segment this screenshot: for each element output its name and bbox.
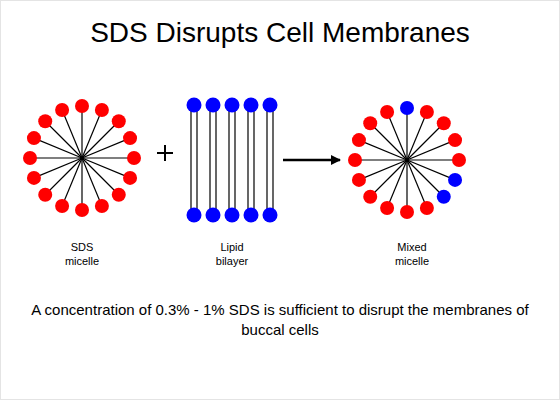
tail [266,105,267,215]
lipid-bilayer-drawing [187,98,278,223]
tail [228,105,229,215]
head-group [400,205,414,219]
head-group [448,173,462,187]
head-group [263,208,278,223]
part-label: SDS micelle [56,240,108,268]
head-group [75,203,89,217]
tail [407,140,455,160]
head-group [437,190,451,204]
tail [234,105,235,215]
head-group [95,103,109,117]
tail [359,160,407,180]
tail [209,105,210,215]
head-group [437,116,451,130]
tail [45,158,82,195]
tail [407,159,459,160]
head-group [225,208,240,223]
head-group [123,131,137,145]
tail [82,121,119,158]
head-group [380,201,394,215]
head-group [363,190,377,204]
sds-micelle-drawing [23,99,141,217]
head-group [27,171,41,185]
tail [355,159,407,160]
head-group [75,99,89,113]
head-group [38,188,52,202]
tail [82,158,102,206]
tail [81,158,82,210]
caption: A concentration of 0.3% - 1% SDS is suff… [20,300,540,340]
tail [34,158,82,178]
head-group [112,188,126,202]
head-group [112,114,126,128]
head-group [127,151,141,165]
tail [407,160,444,197]
tail [370,123,407,160]
tail [272,105,273,215]
head-group [244,208,259,223]
tail [387,112,407,160]
tail [196,105,197,215]
mixed-micelle-drawing [348,101,466,219]
head-group [263,98,278,113]
reaction-arrow [283,159,340,162]
tail [407,123,444,160]
head-group [123,171,137,185]
tail [247,105,248,215]
head-group [244,98,259,113]
tail [82,157,134,158]
head-group [95,199,109,213]
head-group [352,173,366,187]
tail [190,105,191,215]
head-group [187,98,202,113]
tail [81,106,82,158]
tail [215,105,216,215]
head-group [420,105,434,119]
head-group [352,133,366,147]
head-group [55,199,69,213]
tail [253,105,254,215]
head-group [187,208,202,223]
tail [407,160,427,208]
head-group [400,101,414,115]
head-group [452,153,466,167]
tail [406,160,407,212]
head-group [448,133,462,147]
head-group [420,201,434,215]
head-group [27,131,41,145]
tail [30,157,82,158]
plus-sign [157,145,173,161]
tail [82,138,130,158]
head-group [38,114,52,128]
head-group [23,151,37,165]
head-group [225,98,240,113]
title: SDS Disrupts Cell Membranes [0,16,560,50]
head-group [363,116,377,130]
head-group [380,105,394,119]
tail [62,110,82,158]
head-group [206,208,221,223]
tail [406,108,407,160]
head-group [206,98,221,113]
tail [45,121,82,158]
head-group [348,153,362,167]
part-label: Lipid bilayer [206,240,258,268]
tail [370,160,407,197]
head-group [55,103,69,117]
tail [82,158,119,195]
part-label: Mixed micelle [386,240,438,268]
